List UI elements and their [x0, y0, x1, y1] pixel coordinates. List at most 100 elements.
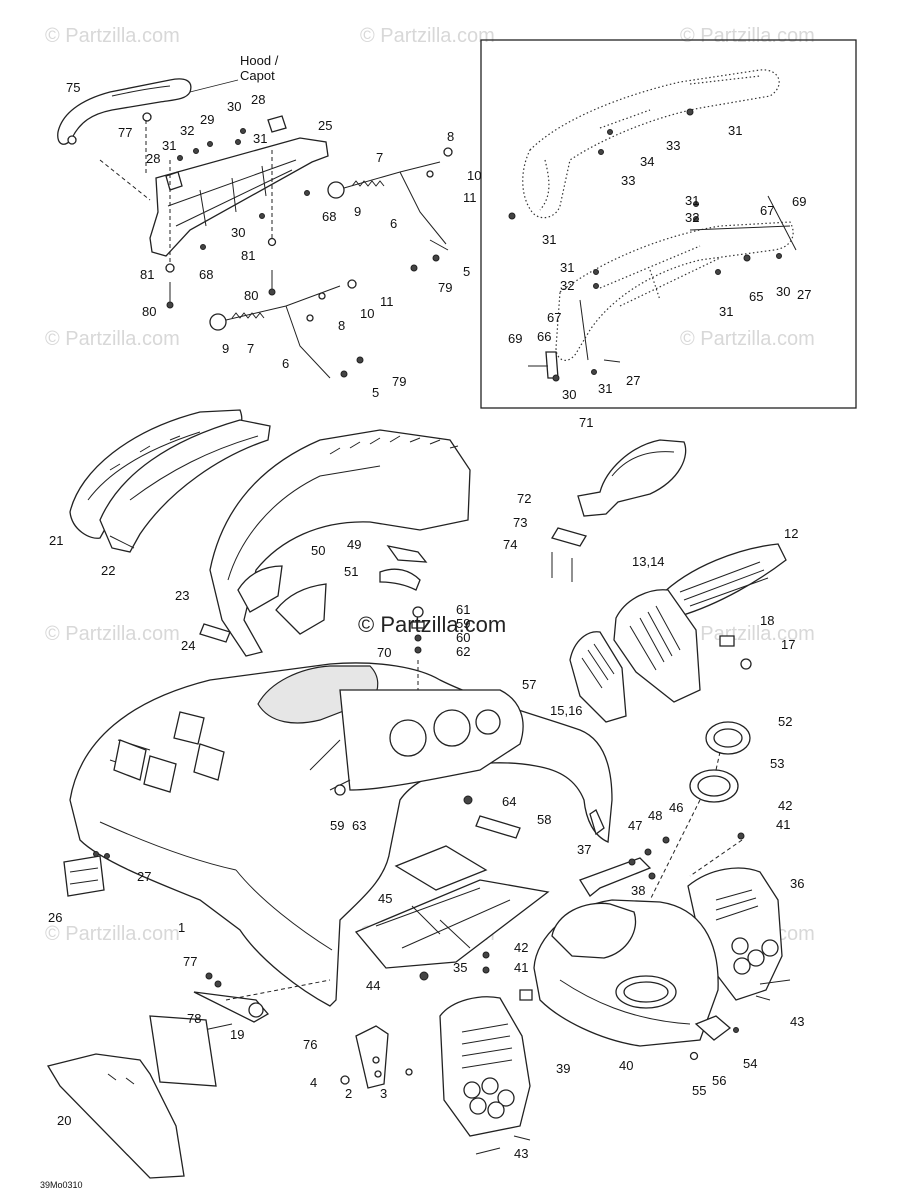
callout-31: 31: [253, 131, 267, 146]
callout-8: 8: [447, 129, 454, 144]
callout-59: 59: [330, 818, 344, 833]
callout-12: 12: [784, 526, 798, 541]
callout-31: 31: [560, 260, 574, 275]
callout-18: 18: [760, 613, 774, 628]
callout-56: 56: [712, 1073, 726, 1088]
callout-5: 5: [463, 264, 470, 279]
callout-79: 79: [392, 374, 406, 389]
watermark: © Partzilla.com: [45, 623, 180, 645]
callout-31: 31: [542, 232, 556, 247]
callout-7: 7: [247, 341, 254, 356]
callout-77: 77: [183, 954, 197, 969]
callout-69: 69: [508, 331, 522, 346]
hood-label-leader: [189, 79, 239, 93]
callout-75: 75: [66, 80, 80, 95]
lower-vent: [439, 951, 531, 1155]
callout-37: 37: [577, 842, 591, 857]
callout-49: 49: [347, 537, 361, 552]
callout-57: 57: [522, 677, 536, 692]
callout-26: 26: [48, 910, 62, 925]
callout-28: 28: [251, 92, 265, 107]
callout-52: 52: [778, 714, 792, 729]
callout-22: 22: [101, 563, 115, 578]
vent-panels: [569, 543, 787, 723]
callout-6: 6: [282, 356, 289, 371]
callout-23: 23: [175, 588, 189, 603]
mirror-assembly: [551, 439, 687, 582]
callout-59: 59: [456, 616, 470, 631]
callout-67: 67: [760, 203, 774, 218]
inset-frame: [480, 39, 857, 409]
callout-20: 20: [57, 1113, 71, 1128]
callout-31: 31: [728, 123, 742, 138]
callout-29: 29: [200, 112, 214, 127]
callout-69: 69: [792, 194, 806, 209]
callout-28: 28: [146, 151, 160, 166]
callout-48: 48: [648, 808, 662, 823]
callout-41: 41: [776, 817, 790, 832]
watermark: © Partzilla.com: [680, 25, 815, 47]
callout-32: 32: [180, 123, 194, 138]
center-panel: [519, 899, 719, 1047]
callout-80: 80: [244, 288, 258, 303]
inset-hood-support: [508, 69, 797, 382]
callout-47: 47: [628, 818, 642, 833]
callout-64: 64: [502, 794, 516, 809]
callout-42: 42: [514, 940, 528, 955]
callout-30: 30: [562, 387, 576, 402]
callout-11: 11: [463, 190, 477, 205]
callout-25: 25: [318, 118, 332, 133]
callout-33: 33: [621, 173, 635, 188]
callout-35: 35: [453, 960, 467, 975]
callout-42: 42: [778, 798, 792, 813]
callout-6: 6: [390, 216, 397, 231]
callout-54: 54: [743, 1056, 757, 1071]
callout-44: 44: [366, 978, 380, 993]
main-hood-body: [69, 662, 613, 1007]
callout-2: 2: [345, 1086, 352, 1101]
callout-31: 31: [685, 193, 699, 208]
callout-66: 66: [537, 329, 551, 344]
latch-bracket: [340, 1025, 413, 1089]
callout-7: 7: [376, 150, 383, 165]
callout-13-14: 13,14: [632, 554, 665, 569]
hood-label-line-2: Capot: [240, 68, 275, 83]
callout-27: 27: [626, 373, 640, 388]
watermark: © Partzilla.com: [45, 25, 180, 47]
small-bracket: [579, 832, 745, 897]
callout-51: 51: [344, 564, 358, 579]
callout-78: 78: [187, 1011, 201, 1026]
callout-27: 27: [137, 869, 151, 884]
callout-21: 21: [49, 533, 63, 548]
callout-53: 53: [770, 756, 784, 771]
callout-68: 68: [322, 209, 336, 224]
callout-30: 30: [227, 99, 241, 114]
callout-41: 41: [514, 960, 528, 975]
callout-50: 50: [311, 543, 325, 558]
callout-43: 43: [790, 1014, 804, 1029]
callout-39: 39: [556, 1061, 570, 1076]
callout-38: 38: [631, 883, 645, 898]
callout-45: 45: [378, 891, 392, 906]
callout-62: 62: [456, 644, 470, 659]
callout-71: 71: [579, 415, 593, 430]
side-panels: [69, 409, 471, 657]
callout-30: 30: [776, 284, 790, 299]
callout-63: 63: [352, 818, 366, 833]
callout-3: 3: [380, 1086, 387, 1101]
callout-67: 67: [547, 310, 561, 325]
callout-70: 70: [377, 645, 391, 660]
callout-68: 68: [199, 267, 213, 282]
drawing-code: 39Mo0310: [40, 1180, 83, 1190]
small-plate: [689, 1015, 739, 1061]
callout-27: 27: [797, 287, 811, 302]
watermark-center: © Partzilla.com: [358, 612, 506, 637]
callout-9: 9: [222, 341, 229, 356]
callout-24: 24: [181, 638, 195, 653]
callout-10: 10: [360, 306, 374, 321]
callout-74: 74: [503, 537, 517, 552]
callout-31: 31: [719, 304, 733, 319]
callout-46: 46: [669, 800, 683, 815]
watermark: © Partzilla.com: [45, 328, 180, 350]
